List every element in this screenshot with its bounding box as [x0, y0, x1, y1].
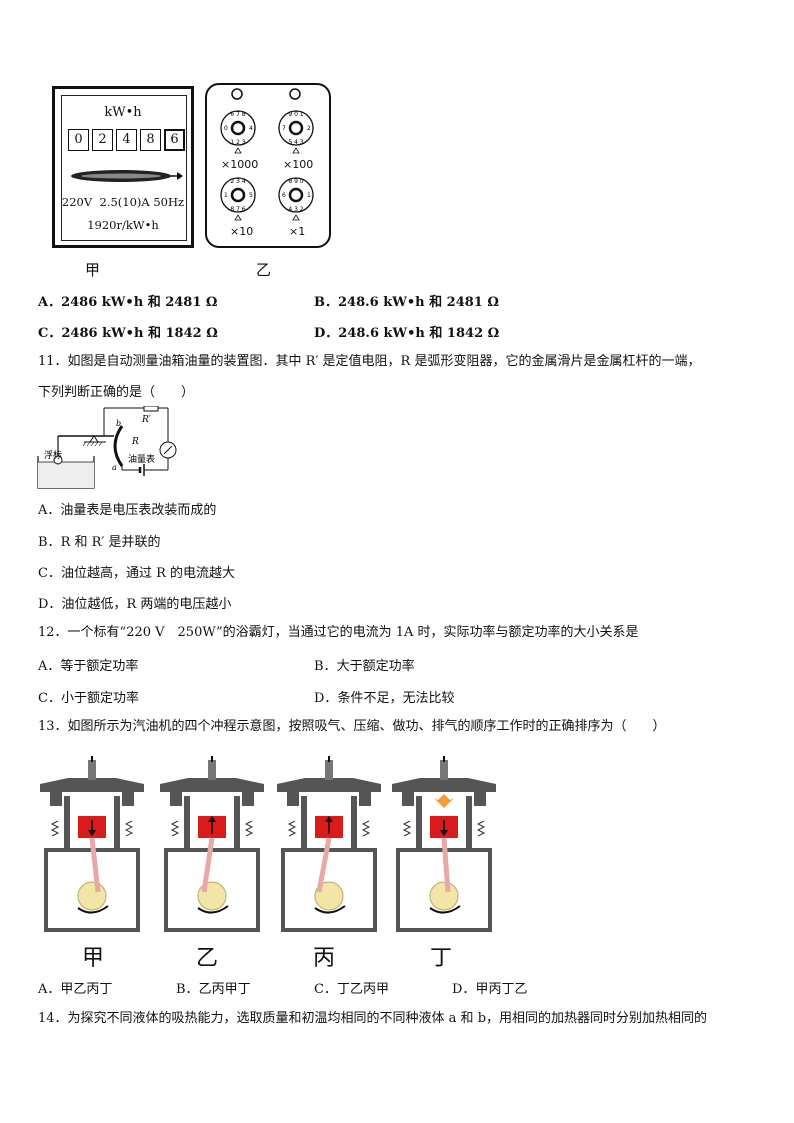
- engine-strokes-figure: [38, 756, 498, 932]
- q11-option-d: D．油位越低，R 两端的电压越小: [38, 597, 232, 612]
- engine-yi-icon: [158, 756, 266, 932]
- electricity-meter-figure: kW•h 0 2 4 8 6 220V 2.5(10)A 50Hz 1920r/…: [52, 86, 194, 248]
- svg-text:a: a: [112, 463, 117, 472]
- svg-text:8 9 0: 8 9 0: [288, 178, 303, 185]
- q12-option-a: A．等于额定功率: [38, 659, 139, 674]
- meter-spec: 220V 2.5(10)A 50Hz: [61, 195, 185, 209]
- svg-text:浮标: 浮标: [44, 449, 62, 461]
- engine-caption-ding: 丁: [430, 946, 453, 971]
- q12-stem: 12．一个标有“220 V 250W”的浴霸灯，当通过它的电流为 1A 时，实际…: [38, 625, 639, 640]
- q14-stem: 14．为探究不同液体的吸热能力，选取质量和初温均相同的不同种液体 a 和 b，用…: [38, 1011, 708, 1026]
- meter-digit: 0: [68, 129, 89, 151]
- svg-text:7: 7: [282, 125, 286, 132]
- q13-option-a: A．甲乙丙丁: [38, 982, 113, 997]
- engine-ding-icon: [390, 756, 498, 932]
- q13-option-c: C．丁乙丙甲: [314, 982, 389, 997]
- figure-caption-jia: 甲: [85, 261, 101, 279]
- svg-text:6: 6: [282, 192, 286, 199]
- dial-multiplier: ×1: [289, 225, 306, 238]
- engine-bing-icon: [275, 756, 383, 932]
- meter-disc-icon: [71, 170, 183, 182]
- q13-stem: 13．如图所示为汽油机的四个冲程示意图，按照吸气、压缩、做功、排气的顺序工作时的…: [38, 719, 666, 734]
- svg-text:0: 0: [224, 125, 228, 132]
- meter-unit: kW•h: [104, 105, 142, 120]
- svg-text:5 4 3: 5 4 3: [288, 139, 303, 146]
- engine-jia-icon: [38, 756, 146, 932]
- q12-option-c: C．小于额定功率: [38, 691, 139, 706]
- meter-digit: 2: [92, 129, 113, 151]
- svg-text:4: 4: [249, 125, 253, 132]
- dial-icon: 2 3 4 8 7 6 1 5: [220, 177, 256, 221]
- svg-text:9 0 1: 9 0 1: [288, 111, 303, 118]
- dial-icon: 8 9 0 4 3 2 6 1: [278, 177, 314, 221]
- q10-option-c: C．2486 kW•h 和 1842 Ω: [38, 326, 218, 341]
- q12-option-d: D．条件不足，无法比较: [314, 691, 455, 706]
- svg-text:4 3 2: 4 3 2: [288, 206, 303, 213]
- dial-multiplier: ×100: [283, 158, 314, 171]
- meter-digits: 0 2 4 8 6: [68, 129, 185, 151]
- q10-option-d: D．248.6 kW•h 和 1842 Ω: [314, 326, 500, 341]
- q11-stem-line2: 下列判断正确的是（ ）: [38, 385, 195, 400]
- dial-multiplier: ×1000: [221, 158, 259, 171]
- q10-option-a: A．2486 kW•h 和 2481 Ω: [38, 295, 218, 310]
- svg-text:1: 1: [224, 192, 228, 199]
- q11-option-a: A．油量表是电压表改装而成的: [38, 503, 217, 518]
- svg-text:b: b: [116, 419, 121, 428]
- dial-icon: 9 0 1 5 4 3 7 2: [278, 110, 314, 154]
- svg-text:6 7 8: 6 7 8: [230, 111, 245, 118]
- svg-text:8 7 6: 8 7 6: [230, 206, 245, 213]
- q13-option-d: D．甲丙丁乙: [452, 982, 528, 997]
- svg-text:1 2 3: 1 2 3: [230, 139, 245, 146]
- meter-digit-decimal: 6: [164, 129, 185, 151]
- resistance-box-figure: 6 7 8 1 2 3 0 4 9 0 1 5 4 3 7 2 2 3 4 8 …: [205, 83, 331, 248]
- q13-option-b: B．乙丙甲丁: [176, 982, 251, 997]
- q11-stem-line1: 11．如图是自动测量油箱油量的装置图．其中 R′ 是定值电阻，R 是弧形变阻器，…: [38, 354, 701, 369]
- dial-multiplier: ×10: [230, 225, 254, 238]
- oil-gauge-circuit-figure: b a R R′ 浮标 油量表: [37, 406, 177, 489]
- engine-caption-yi: 乙: [196, 946, 219, 971]
- svg-text:2: 2: [307, 125, 311, 132]
- meter-digit: 4: [116, 129, 137, 151]
- engine-caption-bing: 丙: [313, 946, 336, 971]
- dial-icon: 6 7 8 1 2 3 0 4: [220, 110, 256, 154]
- svg-text:油量表: 油量表: [128, 453, 155, 465]
- meter-rev: 1920r/kW•h: [87, 218, 159, 232]
- engine-caption-jia: 甲: [82, 946, 105, 971]
- meter-digit: 8: [140, 129, 161, 151]
- q11-option-c: C．油位越高，通过 R 的电流越大: [38, 566, 236, 581]
- svg-text:R: R: [131, 437, 139, 447]
- q11-option-b: B．R 和 R′ 是并联的: [38, 535, 161, 550]
- figure-caption-yi: 乙: [256, 261, 272, 279]
- svg-text:1: 1: [307, 192, 311, 199]
- q12-option-b: B．大于额定功率: [314, 659, 415, 674]
- svg-text:R′: R′: [141, 415, 151, 425]
- svg-text:2 3 4: 2 3 4: [230, 178, 245, 185]
- svg-text:5: 5: [249, 192, 253, 199]
- q10-option-b: B．248.6 kW•h 和 2481 Ω: [314, 295, 499, 310]
